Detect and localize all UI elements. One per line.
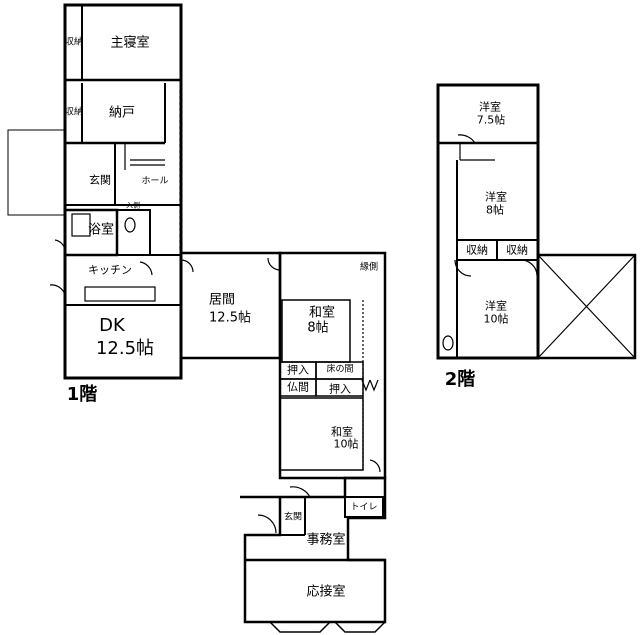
label-oshiire-2: 押入 — [329, 382, 351, 396]
label-storage-2: 収納 — [64, 107, 84, 118]
label-storage-b: 収納 — [506, 243, 528, 257]
label-genkan-2: 玄関 — [283, 512, 303, 523]
label-washitsu-2-size: 10帖 — [333, 437, 359, 451]
label-western-3-size: 10帖 — [483, 312, 509, 326]
label-storage-1: 収納 — [64, 37, 84, 48]
label-western-1: 洋室 — [479, 100, 501, 114]
label-toilet: トイレ — [350, 502, 378, 513]
label-tokonoma: 床の間 — [326, 364, 354, 375]
floor-label-2f: 2階 — [444, 369, 476, 390]
label-iri: 入側 — [126, 201, 140, 210]
first-floor-japanese-wing — [278, 251, 387, 480]
label-western-3: 洋室 — [485, 299, 507, 313]
floor-label-1f: 1階 — [66, 384, 98, 405]
label-reception: 応接室 — [306, 584, 346, 600]
label-dk: DK — [99, 315, 125, 336]
label-western-1-size: 7.5帖 — [476, 113, 506, 127]
label-butsuma: 仏間 — [287, 380, 309, 394]
label-genkan: 玄関 — [89, 173, 111, 187]
label-living-size: 12.5帖 — [209, 310, 251, 326]
label-master-bedroom: 主寝室 — [110, 35, 150, 51]
label-washitsu-1-size: 8帖 — [307, 320, 329, 336]
label-living: 居間 — [208, 292, 236, 308]
second-floor-plan — [436, 83, 637, 360]
label-washitsu-1: 和室 — [308, 305, 336, 321]
label-western-2: 洋室 — [485, 190, 507, 204]
label-washitsu-2: 和室 — [331, 425, 353, 439]
label-nando: 納戸 — [108, 105, 136, 121]
label-hall: ホール — [141, 176, 169, 187]
label-kitchen: キッチン — [88, 263, 132, 277]
label-western-2-size: 8帖 — [486, 203, 504, 217]
label-storage-a: 収納 — [466, 243, 488, 257]
first-floor-office-wing — [240, 476, 387, 633]
label-dk-size: 12.5帖 — [95, 338, 155, 359]
label-bathroom: 浴室 — [87, 222, 115, 238]
label-oshiire-1: 押入 — [287, 363, 309, 377]
first-floor-left-wing — [49, 3, 183, 380]
deck — [7, 129, 65, 216]
label-office: 事務室 — [306, 532, 346, 548]
label-engawa: 縁側 — [359, 262, 379, 273]
